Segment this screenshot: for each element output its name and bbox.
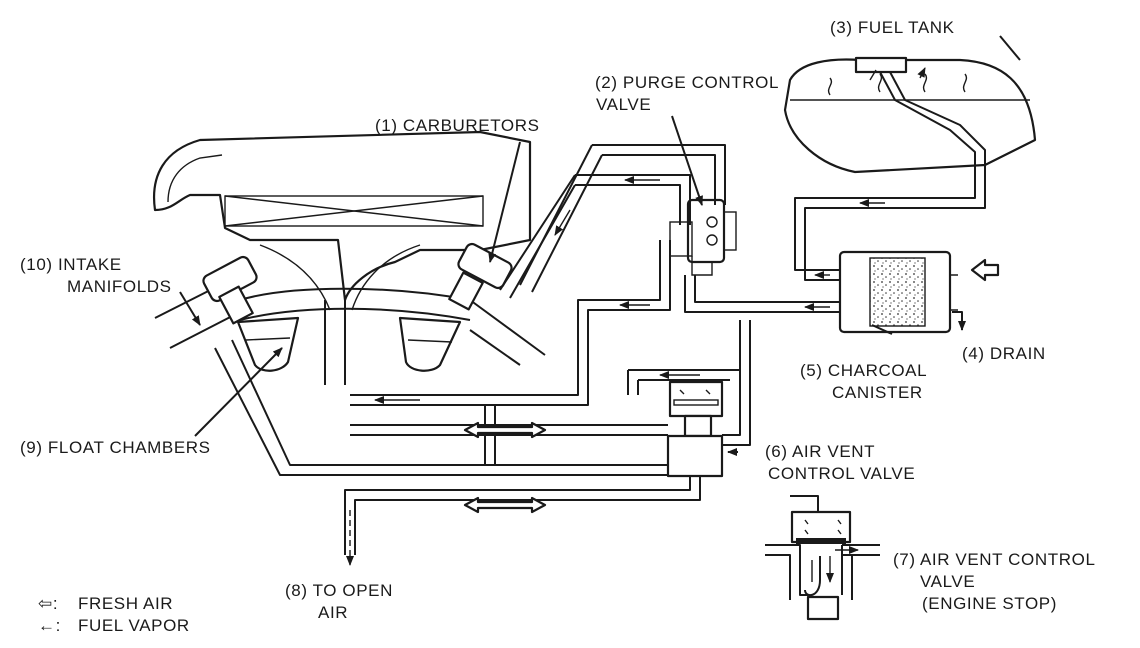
air-vent-control-valve	[666, 380, 738, 478]
label-air-vent-engine-stop-line2: VALVE	[920, 572, 976, 591]
air-cleaner	[153, 130, 532, 311]
intake-manifolds	[154, 274, 546, 385]
carburetor-right	[398, 242, 513, 372]
label-air-vent-engine-stop-line1: (7) AIR VENT CONTROL	[893, 550, 1096, 569]
charcoal-canister	[838, 250, 1000, 334]
fuel-tank	[783, 56, 1037, 174]
label-purge-control-valve-line2: VALVE	[596, 95, 652, 114]
leader-lines	[179, 35, 1021, 437]
label-air-vent-control-valve-line2: CONTROL VALVE	[768, 464, 916, 483]
label-float-chambers: (9) FLOAT CHAMBERS	[20, 438, 211, 457]
legend-fuel-vapor-symbol: ←:	[38, 616, 61, 635]
label-intake-manifolds-line2: MANIFOLDS	[67, 277, 172, 296]
label-carburetors: (1) CARBURETORS	[375, 116, 540, 135]
label-fuel-tank: (3) FUEL TANK	[830, 18, 955, 37]
purge-control-valve	[669, 198, 737, 276]
label-to-open-air-line2: AIR	[318, 603, 349, 622]
label-to-open-air-line1: (8) TO OPEN	[285, 581, 393, 600]
label-drain: (4) DRAIN	[962, 344, 1046, 363]
label-air-vent-engine-stop-line3: (ENGINE STOP)	[922, 594, 1058, 613]
legend-fuel-vapor-label: FUEL VAPOR	[78, 616, 190, 635]
label-air-vent-control-valve-line1: (6) AIR VENT	[765, 442, 876, 461]
air-vent-control-valve-engine-stop	[765, 495, 880, 621]
label-intake-manifolds-line1: (10) INTAKE	[20, 255, 122, 274]
legend-fresh-air-symbol: ⇦:	[38, 594, 59, 613]
carburetor-left	[202, 255, 300, 372]
label-purge-control-valve-line1: (2) PURGE CONTROL	[595, 73, 779, 92]
vapor-pipes	[214, 144, 986, 566]
legend-fresh-air-label: FRESH AIR	[78, 594, 174, 613]
label-charcoal-canister-line1: (5) CHARCOAL	[800, 361, 928, 380]
label-charcoal-canister-line2: CANISTER	[832, 383, 923, 402]
